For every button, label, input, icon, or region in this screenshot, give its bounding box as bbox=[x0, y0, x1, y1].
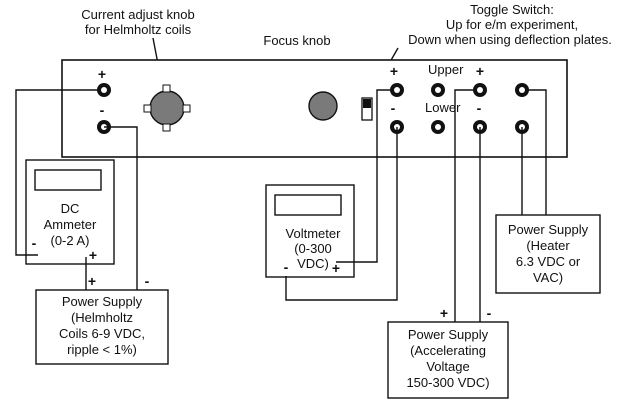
wires bbox=[15, 89, 547, 322]
accelerating-plus-terminal[interactable] bbox=[473, 83, 487, 97]
supply-label: 6.3 VDC or bbox=[516, 254, 581, 269]
toggle-switch[interactable] bbox=[361, 97, 373, 121]
voltmeter-label: (0-300 bbox=[294, 241, 332, 256]
minus-sign: - bbox=[100, 102, 105, 118]
toggle-switch-callout: Toggle Switch: Up for e/m experiment, Do… bbox=[373, 2, 612, 91]
wire bbox=[528, 89, 547, 215]
minus-sign: - bbox=[487, 305, 492, 321]
helmholtz-power-supply: Power Supply (Helmholtz Coils 6-9 VDC, r… bbox=[35, 273, 169, 365]
voltmeter-label: Voltmeter bbox=[286, 226, 342, 241]
wire bbox=[454, 89, 474, 322]
plus-sign: + bbox=[390, 63, 398, 79]
supply-label: (Helmholtz bbox=[71, 310, 133, 325]
supply-label: Voltage bbox=[426, 359, 469, 374]
voltmeter-plus-terminal[interactable] bbox=[390, 83, 404, 97]
heater-power-supply: Power Supply (Heater 6.3 VDC or VAC) bbox=[495, 214, 601, 294]
callout-line: Up for e/m experiment, bbox=[446, 17, 578, 32]
callout-line: Down when using deflection plates. bbox=[408, 32, 612, 47]
callout-line: Focus knob bbox=[263, 33, 330, 48]
plus-sign: + bbox=[476, 63, 484, 79]
upper-plate-terminal[interactable] bbox=[431, 83, 445, 97]
lower-plate-terminal[interactable] bbox=[431, 120, 445, 134]
wire bbox=[285, 127, 398, 301]
minus-sign: - bbox=[477, 100, 482, 116]
voltmeter-label: VDC) bbox=[297, 256, 329, 271]
current-adjust-knob[interactable] bbox=[143, 84, 191, 132]
lower-label: Lower bbox=[425, 100, 461, 115]
wire bbox=[336, 89, 391, 263]
callout-line: Toggle Switch: bbox=[470, 2, 554, 17]
supply-label: (Heater bbox=[526, 238, 570, 253]
accelerating-power-supply: Power Supply (Accelerating Voltage 150-3… bbox=[387, 305, 509, 399]
wire bbox=[104, 126, 138, 290]
supply-label: 150-300 VDC) bbox=[406, 375, 489, 390]
supply-label: ripple < 1%) bbox=[67, 342, 137, 357]
plus-sign: + bbox=[88, 273, 96, 289]
current-knob-callout: Current adjust knob for Helmholtz coils bbox=[81, 7, 195, 91]
ammeter-label: DC bbox=[61, 201, 80, 216]
ammeter-label: Ammeter bbox=[44, 217, 97, 232]
supply-label: Coils 6-9 VDC, bbox=[59, 326, 145, 341]
wire bbox=[15, 89, 98, 256]
callout-line: Current adjust knob bbox=[81, 7, 194, 22]
ammeter-label: (0-2 A) bbox=[50, 233, 89, 248]
minus-sign: - bbox=[32, 235, 37, 251]
focus-knob-callout: Focus knob bbox=[263, 33, 330, 48]
plus-sign: + bbox=[89, 247, 97, 263]
minus-sign: - bbox=[145, 273, 150, 289]
plus-sign: + bbox=[440, 305, 448, 321]
dc-ammeter: DC Ammeter (0-2 A) - + bbox=[25, 159, 115, 265]
callout-line: for Helmholtz coils bbox=[85, 22, 192, 37]
plus-sign: + bbox=[98, 66, 106, 82]
helmholtz-plus-terminal[interactable] bbox=[97, 83, 111, 97]
supply-label: VAC) bbox=[533, 270, 563, 285]
supply-label: Power Supply bbox=[62, 294, 143, 309]
plus-sign: + bbox=[332, 260, 340, 276]
focus-knob[interactable] bbox=[308, 91, 338, 121]
supply-label: Power Supply bbox=[508, 222, 589, 237]
minus-sign: - bbox=[391, 100, 396, 116]
supply-label: Power Supply bbox=[408, 327, 489, 342]
heater-upper-terminal[interactable] bbox=[515, 83, 529, 97]
voltmeter: Voltmeter (0-300 VDC) - + bbox=[265, 184, 355, 278]
minus-sign: - bbox=[284, 259, 289, 275]
supply-label: (Accelerating bbox=[410, 343, 486, 358]
upper-label: Upper bbox=[428, 62, 464, 77]
